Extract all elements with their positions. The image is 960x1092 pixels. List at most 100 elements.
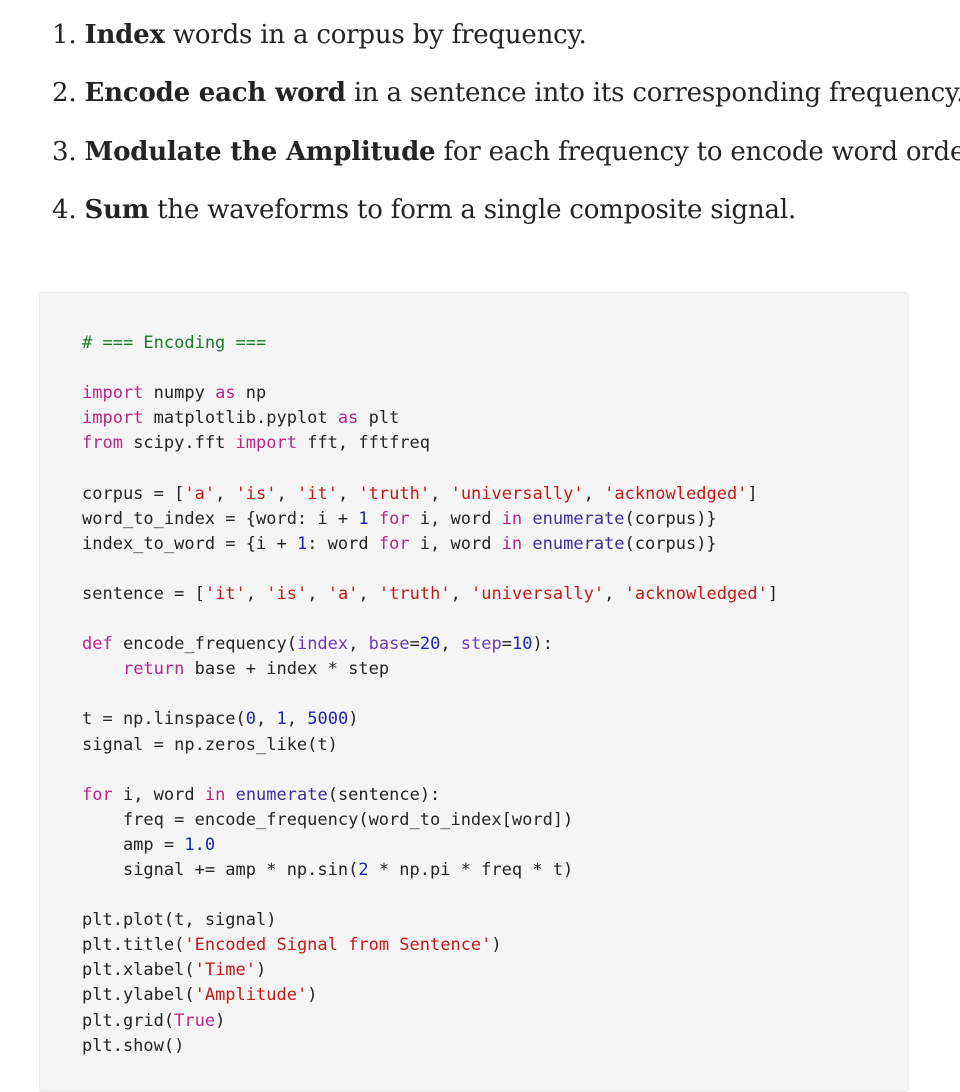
code-text: (sentence): (327, 784, 441, 805)
code-keyword: for (378, 508, 410, 529)
code-string: 'acknowledged' (624, 583, 768, 604)
code-text: ) (256, 960, 267, 981)
code-line (82, 682, 778, 707)
code-line (82, 607, 778, 632)
code-line: plt.xlabel('Time') (82, 958, 778, 983)
code-text: amp = (82, 834, 185, 855)
code-text: ] (747, 483, 758, 504)
step-3: 3. Modulate the Amplitude for each frequ… (52, 136, 960, 168)
code-text: ) (307, 985, 318, 1006)
code-string: 'a' (327, 583, 359, 604)
code-number: 2 (358, 859, 369, 880)
code-comment: # === Encoding === (82, 333, 267, 353)
code-text (82, 659, 123, 679)
code-line: plt.ylabel('Amplitude') (82, 983, 778, 1008)
code-line: plt.grid(True) (82, 1009, 778, 1034)
code-text: i, word (409, 508, 502, 529)
code-number: 1 (296, 533, 308, 554)
code-line (82, 356, 778, 381)
code-text: word_to_index = {word: i + (82, 508, 359, 529)
code-string: 'is' (266, 583, 308, 604)
code-number: 20 (419, 634, 441, 655)
code-text: i, word (112, 784, 205, 805)
code-line: signal = np.zeros_like(t) (82, 733, 778, 758)
code-keyword: import (235, 433, 297, 454)
code-text: ) (491, 935, 502, 956)
code-text: plt.show() (82, 1035, 185, 1056)
code-string: 'acknowledged' (604, 483, 748, 504)
code-builtin: enumerate (235, 784, 328, 805)
step-4: 4. Sum the waveforms to form a single co… (52, 194, 796, 226)
code-keyword: True (174, 1010, 216, 1031)
step-number: 1. (52, 20, 77, 50)
code-string: 'universally' (450, 483, 584, 504)
step-number: 3. (52, 137, 77, 167)
step-text: the waveforms to form a single composite… (149, 195, 797, 225)
code-text (522, 534, 532, 554)
code-text: plt.plot(t, signal) (82, 910, 277, 931)
code-line: sentence = ['it', 'is', 'a', 'truth', 'u… (82, 582, 778, 607)
code-text: , (245, 583, 267, 604)
step-bold-term: Modulate the Amplitude (84, 137, 436, 167)
code-text: matplotlib.pyplot (143, 408, 338, 429)
code-text: base + index * step (184, 659, 390, 680)
code-text: signal = np.zeros_like(t) (82, 734, 338, 755)
code-string: 'universally' (471, 583, 605, 604)
code-text: plt (358, 408, 400, 429)
step-text: for each frequency to encode word order. (435, 137, 960, 167)
code-line: from scipy.fft import fft, fftfreq (82, 431, 778, 456)
code-line: for i, word in enumerate(sentence): (82, 783, 778, 808)
code-text: sentence = [ (82, 583, 205, 604)
code-line: plt.title('Encoded Signal from Sentence'… (82, 933, 778, 958)
code-keyword: in (501, 533, 523, 554)
code-text: index_to_word = {i + (82, 533, 297, 554)
code-line: signal += amp * np.sin(2 * np.pi * freq … (82, 858, 778, 883)
code-keyword: as (337, 408, 359, 429)
code-keyword: as (215, 383, 236, 404)
code-text: , (450, 583, 472, 604)
code-string: 'it' (297, 483, 338, 504)
code-text (522, 509, 532, 529)
code-line: corpus = ['a', 'is', 'it', 'truth', 'uni… (82, 482, 778, 507)
code-line: import matplotlib.pyplot as plt (82, 406, 778, 431)
code-text: ): (532, 634, 553, 655)
code-string: 'Encoded Signal from Sentence' (184, 935, 492, 956)
code-line: def encode_frequency(index, base=20, ste… (82, 632, 778, 657)
code-line (82, 557, 778, 582)
code-text: fft, fftfreq (296, 433, 431, 454)
step-text: words in a corpus by frequency. (164, 20, 587, 50)
code-text: ) (215, 1010, 226, 1031)
code-string: 'a' (184, 483, 216, 504)
code-builtin: enumerate (532, 533, 625, 554)
code-line: index_to_word = {i + 1: word for i, word… (82, 532, 778, 557)
code-line (82, 758, 778, 783)
code-text: , (358, 583, 379, 604)
code-line: return base + index * step (82, 657, 778, 682)
code-text: plt.ylabel( (82, 985, 195, 1006)
code-text: ) (348, 709, 359, 730)
code-text: , (583, 483, 605, 504)
code-string: 'truth' (358, 483, 431, 504)
step-bold-term: Sum (84, 195, 150, 225)
code-line: plt.plot(t, signal) (82, 908, 778, 933)
step-number: 4. (52, 195, 77, 225)
code-text: , (348, 634, 369, 655)
code-text: , (307, 583, 328, 604)
step-text: in a sentence into its corresponding fre… (345, 78, 960, 108)
code-text: , (430, 483, 451, 504)
code-number: 1 (358, 508, 369, 529)
code-keyword: def (82, 634, 113, 655)
code-number: 5000 (307, 709, 349, 730)
code-number: 1.0 (184, 834, 216, 855)
step-number: 2. (52, 78, 77, 108)
code-number: 10 (512, 634, 533, 655)
step-1: 1. Index words in a corpus by frequency. (52, 19, 587, 51)
code-parameter: index (296, 634, 349, 655)
code-line: plt.show() (82, 1034, 778, 1059)
code-keyword: for (82, 784, 113, 805)
step-2: 2. Encode each word in a sentence into i… (52, 77, 960, 109)
code-string: 'Amplitude' (194, 985, 308, 1006)
code-text: plt.xlabel( (82, 960, 195, 981)
